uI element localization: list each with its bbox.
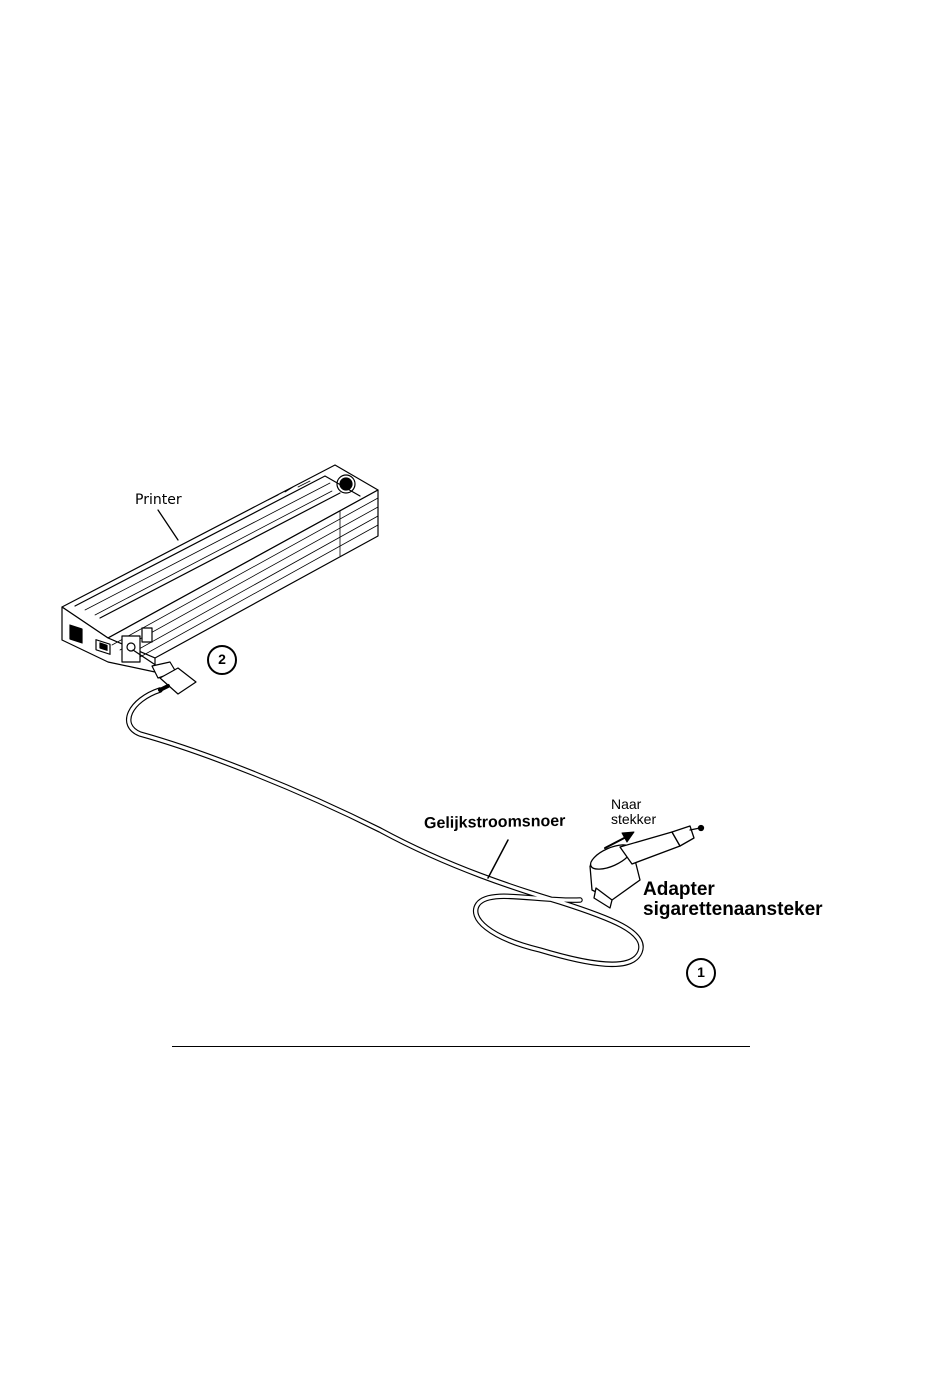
adapter-label-line2: sigarettenaansteker: [643, 900, 823, 920]
printer-illustration: [62, 465, 378, 672]
horizontal-divider: [172, 1046, 750, 1047]
plug-direction-label: Naar stekker: [611, 797, 656, 826]
dc-cord-label: Gelijkstroomsnoer: [424, 814, 565, 833]
printer-label: Printer: [135, 493, 182, 508]
callout-badge-2: 2: [207, 645, 237, 675]
callout-badge-1: 1: [686, 958, 716, 988]
printer-leader-line: [158, 510, 178, 540]
plug-direction-label-line2: stekker: [611, 812, 656, 827]
adapter-label: Adapter sigarettenaansteker: [643, 880, 823, 920]
adapter-label-line1: Adapter: [643, 880, 823, 900]
cord-leader-line: [488, 840, 508, 878]
plug-direction-label-line1: Naar: [611, 797, 656, 812]
dc-plug: [133, 650, 196, 694]
